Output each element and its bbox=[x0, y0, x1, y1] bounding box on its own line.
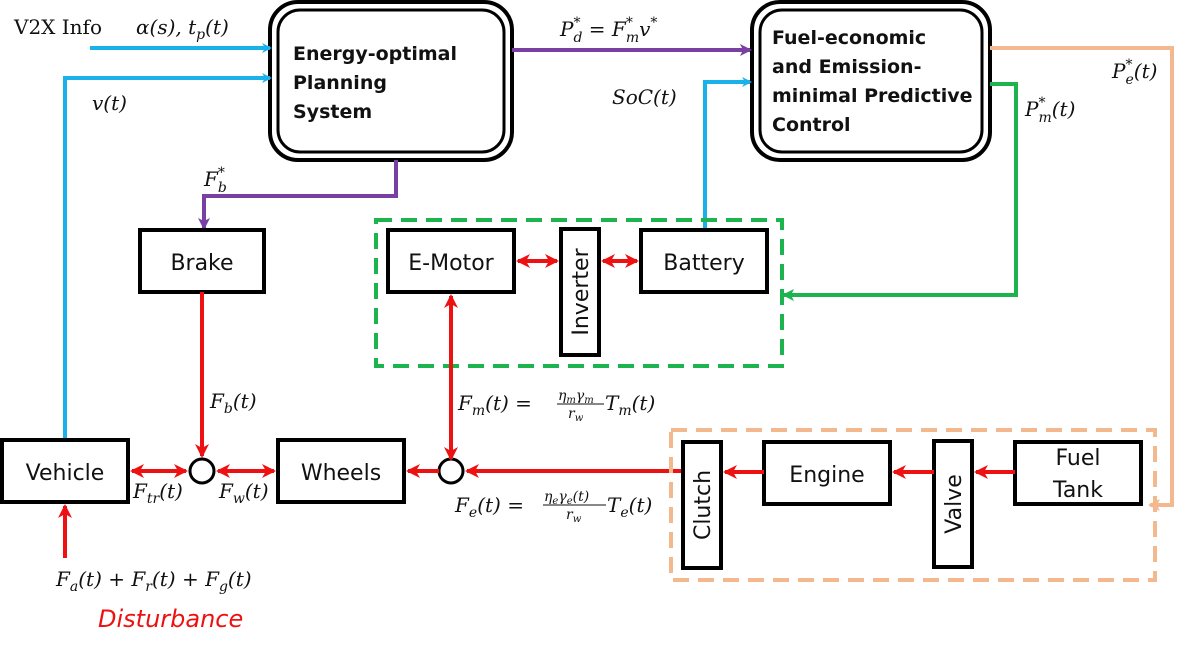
engine-torque-term: Te(t) bbox=[607, 493, 652, 521]
engine-label: Engine bbox=[789, 463, 864, 488]
v2x-vars-label: α(s), tp(t) bbox=[136, 15, 229, 43]
force-summing-junction-2 bbox=[437, 457, 465, 485]
soc-feedback-arrow bbox=[703, 77, 752, 232]
predictive-line-2: and Emission- bbox=[772, 56, 921, 78]
electric-subsystem-group bbox=[374, 218, 784, 368]
brake-block[interactable]: Brake bbox=[138, 228, 266, 294]
clutch-block[interactable]: Clutch bbox=[681, 440, 723, 570]
valve-block[interactable]: Valve bbox=[932, 439, 974, 569]
wheels-block[interactable]: Wheels bbox=[276, 438, 406, 504]
engine-force-label: Fe(t) = bbox=[454, 493, 524, 521]
vehicle-label: Vehicle bbox=[26, 461, 105, 486]
motor-power-label: P*m(t) bbox=[1024, 95, 1075, 126]
inverter-label: Inverter bbox=[569, 247, 594, 335]
predictive-line-1: Fuel-economic bbox=[772, 27, 926, 49]
velocity-feedback-arrow bbox=[63, 73, 272, 440]
predictive-line-4: Control bbox=[772, 114, 851, 136]
v2x-label: V2X Info bbox=[13, 15, 102, 39]
motor-power-arrow bbox=[782, 82, 1018, 301]
emotor-block[interactable]: E-Motor bbox=[386, 228, 516, 294]
planning-system-block[interactable]: Energy-optimal Planning System bbox=[268, 0, 514, 162]
battery-label: Battery bbox=[663, 251, 744, 276]
brake-force-label: Fb(t) bbox=[209, 389, 257, 417]
brake-command-arrow bbox=[198, 160, 398, 230]
motor-force-numerator: ηmγm bbox=[558, 388, 594, 406]
motor-force-label: Fm(t) = bbox=[457, 391, 532, 419]
wheel-force-label: Fw(t) bbox=[218, 479, 269, 507]
valve-label: Valve bbox=[942, 474, 967, 534]
brake-command-label: F*b bbox=[203, 165, 227, 196]
inverter-block[interactable]: Inverter bbox=[559, 227, 601, 357]
clutch-label: Clutch bbox=[691, 470, 716, 540]
engine-subsystem-group bbox=[669, 428, 1157, 582]
motor-force-denominator: rw bbox=[568, 406, 584, 424]
soc-label: SoC(t) bbox=[612, 85, 677, 109]
emotor-label: E-Motor bbox=[408, 251, 494, 276]
predictive-control-block[interactable]: Fuel-economic and Emission- minimal Pred… bbox=[750, 0, 992, 162]
fuel-tank-label-line-1: Fuel bbox=[1055, 446, 1100, 471]
force-summing-junction-1 bbox=[188, 457, 216, 485]
wheels-label: Wheels bbox=[301, 461, 381, 486]
predictive-line-3: minimal Predictive bbox=[772, 85, 973, 107]
traction-force-label: Ftr(t) bbox=[132, 479, 183, 507]
planning-line-2: Planning bbox=[293, 72, 387, 94]
engine-power-label: P*e(t) bbox=[1111, 57, 1157, 88]
engine-block[interactable]: Engine bbox=[762, 440, 892, 506]
disturbance-forces-label: Fa(t) + Fr(t) + Fg(t) bbox=[55, 567, 252, 595]
planning-line-1: Energy-optimal bbox=[293, 43, 457, 65]
vehicle-block[interactable]: Vehicle bbox=[0, 438, 130, 504]
engine-power-arrow bbox=[990, 46, 1174, 511]
brake-label: Brake bbox=[170, 251, 233, 276]
fuel-tank-block[interactable]: Fuel Tank bbox=[1013, 440, 1143, 506]
velocity-label: v(t) bbox=[92, 91, 127, 115]
power-demand-label: P*d = F*mv* bbox=[559, 15, 657, 46]
planning-line-3: System bbox=[293, 101, 372, 123]
motor-torque-term: Tm(t) bbox=[605, 391, 655, 419]
battery-block[interactable]: Battery bbox=[639, 228, 769, 294]
engine-force-numerator: ηeγe(t) bbox=[544, 489, 589, 507]
fuel-tank-label-line-2: Tank bbox=[1052, 478, 1103, 503]
engine-force-denominator: rw bbox=[566, 507, 582, 525]
disturbance-label: Disturbance bbox=[98, 605, 243, 633]
